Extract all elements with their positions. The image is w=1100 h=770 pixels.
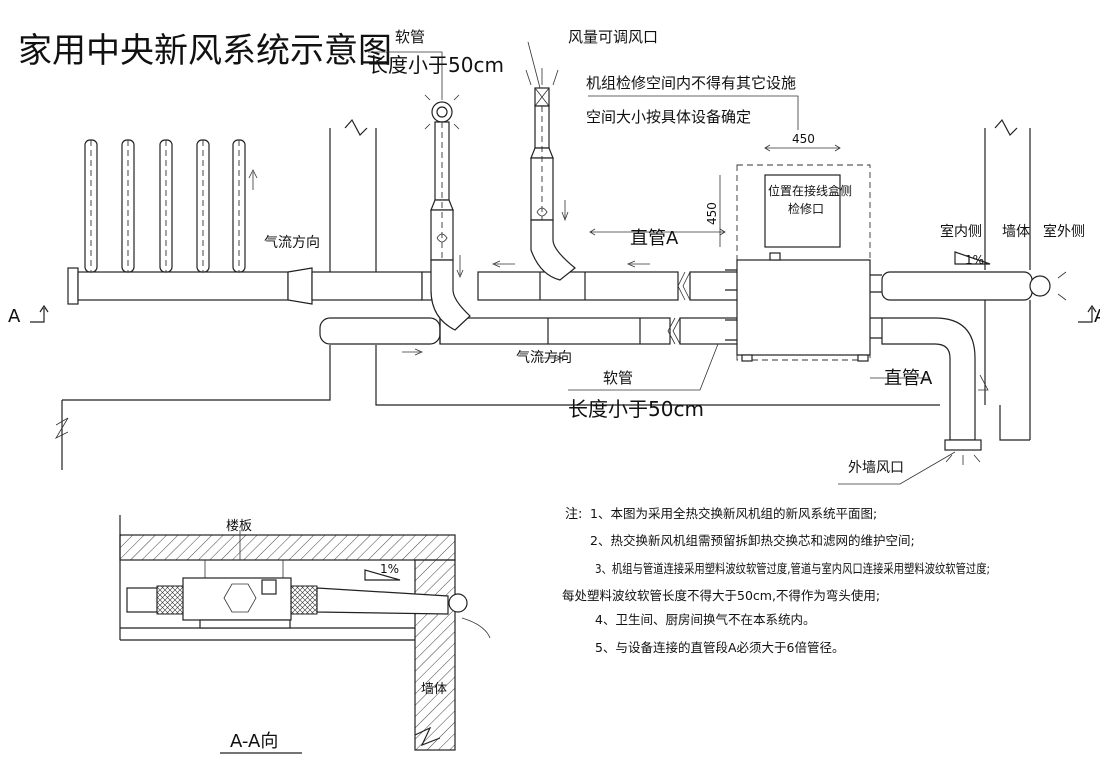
building-outline [54,118,1031,470]
section-title: A-A向 [230,731,278,752]
label-access-port-2: 检修口 [788,201,824,216]
label-airflow-top: 气流方向 [264,235,320,251]
section-marker [30,304,1097,323]
label-airflow-bottom: 气流方向 [516,350,572,366]
left-riser [424,94,471,331]
note-3: 3、机组与管道连接采用塑料波纹软管过度,管道与室内风口连接采用塑料波纹软管过度; [595,561,990,576]
leader-lines [368,41,956,485]
section-view [119,515,491,751]
label-wall-plan: 墙体 [1002,224,1030,240]
label-wall-section: 墙体 [421,682,447,697]
dim-450-vertical: 450 [705,202,719,225]
label-floor-slab: 楼板 [226,519,252,534]
upper-main-pipe [421,260,741,301]
label-access-port-1: 位置在接线盒侧 [768,183,852,198]
outdoor-pipes [881,271,1067,465]
label-straight-pipe-a-right: 直管A [884,368,933,389]
label-length-limit-bottom: 长度小于50cm [568,397,704,421]
note-3b: 每处塑料波纹软管长度不得大于50cm,不得作为弯头使用; [562,588,880,603]
label-outer-wall-vent: 外墙风口 [848,460,904,476]
right-riser [525,68,576,281]
diagram-title: 家用中央新风系统示意图 [18,31,392,71]
note-5: 5、与设备连接的直管段A必须大于6倍管径。 [595,640,844,655]
note-2: 2、热交换新风机组需预留拆卸热交换芯和滤网的维护空间; [590,533,915,548]
section-marker-right: A [1094,306,1100,327]
notes-prefix: 注: [565,507,582,522]
label-service-space-1: 机组检修空间内不得有其它设施 [586,74,796,92]
label-service-space-2: 空间大小按具体设备确定 [586,108,751,126]
label-slope-section: 1% [380,562,399,576]
section-marker-left: A [8,306,21,327]
access-port-box [764,174,841,248]
note-4: 4、卫生间、厨房间换气不在本系统内。 [595,612,815,627]
branch-pipes [84,139,246,273]
label-slope-plan: 1% [965,253,984,267]
dim-450-horizontal: 450 [792,132,815,146]
supply-manifold [67,139,423,305]
slope-indicator [954,251,991,391]
heat-exchanger-unit [725,164,882,362]
label-straight-pipe-a-top: 直管A [630,228,679,249]
notes-block: 注: 1、本图为采用全热交换新风机组的新风系统平面图; 2、热交换新风机组需预留… [562,506,990,655]
label-soft-pipe-top: 软管 [395,28,425,46]
label-length-limit-top: 长度小于50cm [368,53,504,77]
lower-main-pipe [319,317,741,362]
note-1: 1、本图为采用全热交换新风机组的新风系统平面图; [590,506,877,521]
label-outdoor-side: 室外侧 [1043,223,1085,240]
label-soft-pipe-bottom: 软管 [603,369,633,387]
label-indoor-side: 室内侧 [940,223,982,240]
label-adjustable-vent: 风量可调风口 [568,28,658,46]
